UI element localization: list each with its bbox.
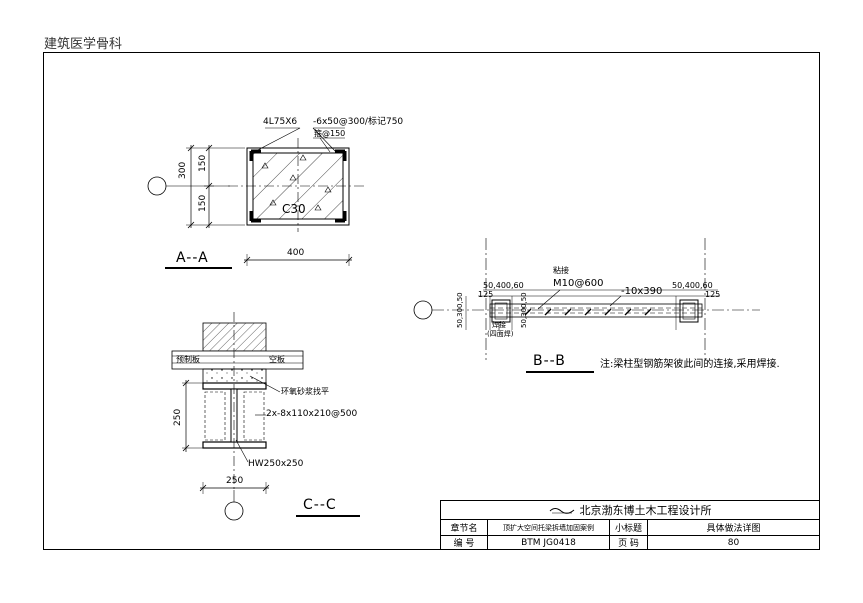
angle-steel-label: 4L75X6 — [263, 117, 298, 127]
company-name: 北京渤东博土木工程设计所 — [579, 504, 712, 517]
dim-cc-height: 250 — [173, 408, 183, 426]
company-logo-icon — [549, 508, 574, 514]
section-aa-title: A--A — [176, 250, 209, 266]
title-block-row-1: 章节名 顶扩大空间托梁拆墙加固案例 小标题 具体做法详图 — [441, 519, 819, 535]
side-plate-label: 2x-8x110x210@500 — [266, 409, 358, 419]
dims-vertical-left: 50,300,50 — [456, 292, 464, 328]
concrete-grade-label: C30 — [282, 202, 306, 216]
number-value: BTM JG0418 — [487, 536, 609, 549]
chapter-value: 顶扩大空间托梁拆墙加固案例 — [487, 520, 609, 535]
section-cc — [171, 312, 360, 521]
dim-aa-top: 150 — [198, 154, 208, 172]
dim-aa-total: 300 — [178, 161, 188, 179]
dim-cc-width: 250 — [226, 476, 244, 486]
subtitle-value: 具体做法详图 — [647, 520, 819, 535]
weld-sub-label: (四面焊) — [487, 330, 514, 338]
dims-right-label: 50,400,60 — [672, 281, 713, 290]
section-cc-title: C--C — [303, 497, 337, 513]
h-beam-label: HW250x250 — [248, 459, 304, 469]
title-block-company-row: 北京渤东博土木工程设计所 — [441, 501, 819, 519]
subtitle-label: 小标题 — [609, 520, 647, 535]
page-value: 80 — [647, 536, 819, 549]
connection-note: 注:梁柱型钢筋架彼此间的连接,采用焊接. — [600, 359, 780, 370]
epoxy-mortar-label: 环氧砂浆找平 — [281, 387, 329, 396]
section-bb — [413, 238, 760, 373]
tie-plate-label: -10x390 — [621, 286, 663, 297]
precast-slab-label: 预制板 — [176, 355, 200, 364]
batten-plate-label: -6x50@300/标记750 — [313, 117, 404, 127]
dims-vertical-mid: 50,300,50 — [520, 292, 528, 328]
dims-left-label: 50,400,60 — [483, 281, 524, 290]
title-block: 北京渤东博土木工程设计所 章节名 顶扩大空间托梁拆墙加固案例 小标题 具体做法详… — [440, 500, 820, 550]
batten-spacing-label: 箍@150 — [314, 129, 346, 138]
watermark-text: 建筑医学骨科 — [44, 37, 123, 52]
dim-125-right: 125 — [705, 290, 721, 299]
page-label: 页 码 — [609, 536, 647, 549]
dim-aa-width: 400 — [287, 248, 305, 258]
section-aa — [147, 127, 365, 269]
hollow-slab-label: 空板 — [269, 355, 285, 364]
chapter-label: 章节名 — [450, 524, 478, 534]
weld-label: 焊接 — [492, 321, 506, 329]
title-block-row-2: 编 号 BTM JG0418 页 码 80 — [441, 535, 819, 549]
anchor-bolt-label: M10@600 — [553, 278, 604, 289]
dim-aa-bottom: 150 — [198, 194, 208, 212]
drawing-frame — [43, 52, 820, 550]
number-label: 编 号 — [453, 539, 475, 549]
section-bb-title: B--B — [533, 353, 566, 369]
anchor-top-label: 粘接 — [553, 266, 569, 275]
dim-125-left: 125 — [478, 290, 494, 299]
